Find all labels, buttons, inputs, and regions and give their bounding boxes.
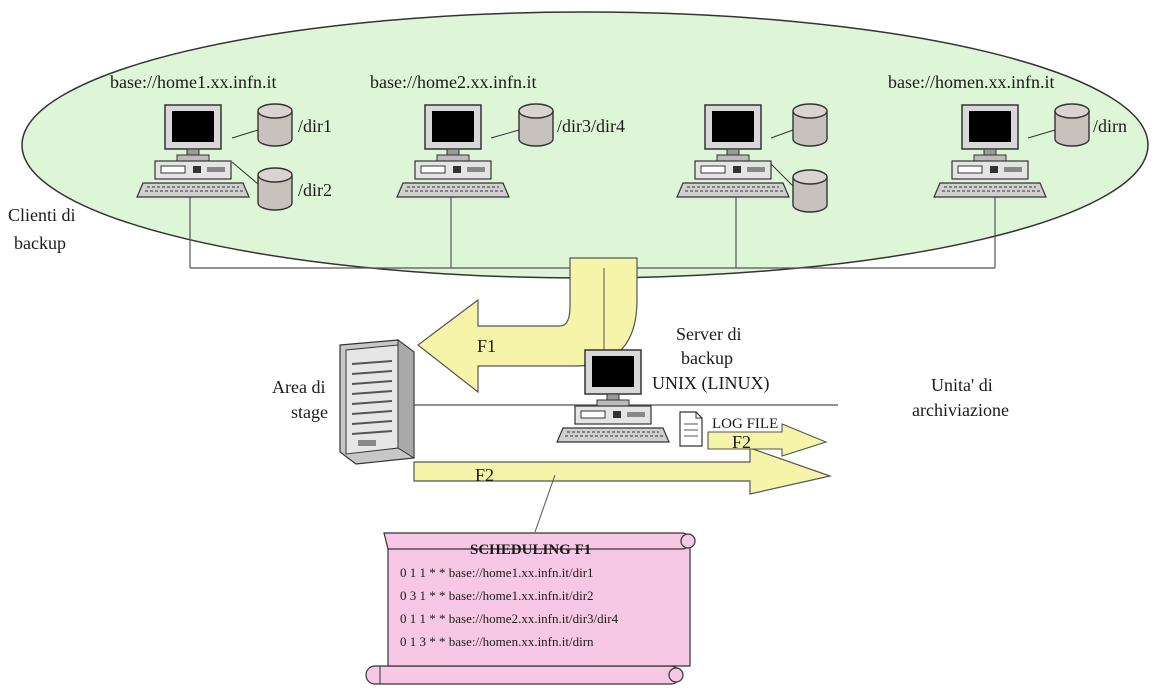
stage-area-label-line-2: stage [291,402,328,422]
client-4-disk-1-label: /dirn [1093,116,1127,136]
schedule-callout-line [535,475,555,532]
client-3-disk-1-icon [793,104,827,146]
flow-f1-label: F1 [477,336,496,356]
schedule-title: SCHEDULING F1 [470,542,591,558]
server-label-line-2: backup [681,348,733,368]
log-file-label: LOG FILE [712,416,778,432]
client-1-disk-2-label: /dir2 [298,180,332,200]
stage-area-label-line-1: Area di [272,377,325,397]
client-2-host: base://home2.xx.infn.it [370,72,536,92]
backup-clients-label-line-1: Clienti di [8,205,76,225]
log-file-icon [680,412,702,446]
client-1-disk-1-icon [258,104,292,146]
stage-area-tower-icon [340,340,414,464]
client-2-disk-1-icon [519,104,553,146]
client-4-host: base://homen.xx.infn.it [888,72,1054,92]
schedule-line-1: 0 1 1 * * base://home1.xx.infn.it/dir1 [400,565,594,580]
backup-clients-label-line-2: backup [14,233,66,253]
archive-units-label-line-1: Unita' di [931,375,993,395]
schedule-line-4: 0 1 3 * * base://homen.xx.infn.it/dirn [400,634,594,649]
client-1-disk-1-label: /dir1 [298,116,332,136]
client-1-disk-2-icon [258,168,292,210]
log-arrow-label: F2 [732,432,751,452]
client-1-host: base://home1.xx.infn.it [110,72,276,92]
archive-units-label-line-2: archiviazione [912,400,1009,420]
server-label-line-1: Server di [676,324,741,344]
flow-f2-label: F2 [475,465,494,485]
client-3-disk-2-icon [793,170,827,212]
client-2-disk-1-label: /dir3/dir4 [557,116,625,136]
server-label-line-3: UNIX (LINUX) [652,373,769,394]
schedule-line-2: 0 3 1 * * base://home1.xx.infn.it/dir2 [400,588,594,603]
client-4-disk-1-icon [1055,104,1089,146]
schedule-line-3: 0 1 1 * * base://home2.xx.infn.it/dir3/d… [400,611,619,626]
